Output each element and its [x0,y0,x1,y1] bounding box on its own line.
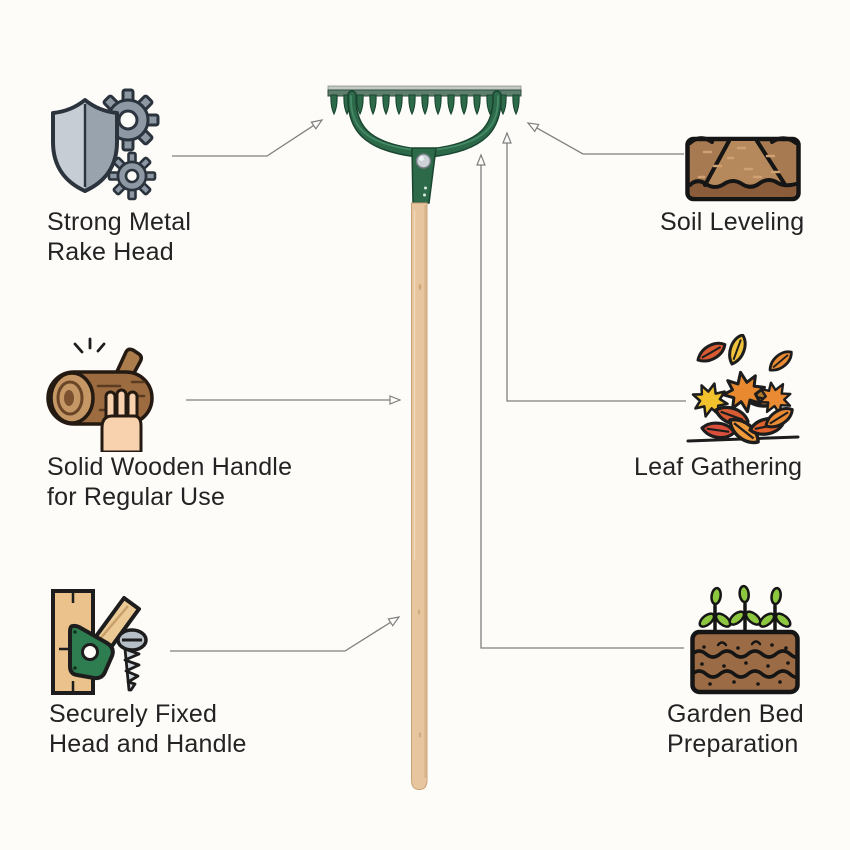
sprouts [698,584,792,634]
callout-arrows [170,120,686,652]
hand [100,388,143,452]
wood-screw-icon [51,589,148,695]
feature-label-leaf-gathering: Leaf Gathering [634,452,802,482]
rake-head [327,85,522,116]
feature-label-soil-leveling: Soil Leveling [660,207,804,237]
feature-label-line: Securely Fixed [49,700,218,728]
feature-label-line: Preparation [667,730,799,758]
feature-label-line: Solid Wooden Handle [47,453,293,481]
feature-label-line: Leaf Gathering [634,453,803,481]
rake-bow [347,90,502,158]
screw [116,628,148,692]
feature-label-line: Strong Metal [47,208,192,236]
shield-gears-icon [51,88,160,201]
leaves-icon [686,334,800,448]
feature-label-line: Soil Leveling [660,208,805,236]
feature-label-line: for Regular Use [47,483,226,511]
feature-label-line: Head and Handle [49,730,247,758]
bolt-hole [81,643,99,661]
garden-bed-icon [690,584,800,695]
arrow-leaf-gathering [507,133,686,402]
bolt [415,153,432,169]
feature-label-line: Garden Bed [667,700,804,728]
feature-label-strong-metal-rake-head: Strong Metal Rake Head [47,207,191,267]
shield-icon [51,98,119,193]
gear-small-icon [107,151,157,201]
feature-label-line: Rake Head [47,238,174,266]
arrow-strong-metal-rake-head [172,120,322,157]
log-hand-icon [46,337,154,452]
rake-tines [330,94,520,116]
feature-label-securely-fixed: Securely Fixed Head and Handle [49,699,247,759]
rake-ferrule [411,147,437,204]
feature-label-garden-bed-preparation: Garden Bed Preparation [667,699,804,759]
soil-icon [685,136,801,202]
rake-handle [411,202,428,791]
arrow-securely-fixed [170,617,399,652]
feature-label-solid-wooden-handle: Solid Wooden Handle for Regular Use [47,452,292,512]
arrow-garden-bed-preparation [481,155,684,649]
sparkle-lines [73,337,106,354]
arrow-soil-leveling [528,123,684,155]
